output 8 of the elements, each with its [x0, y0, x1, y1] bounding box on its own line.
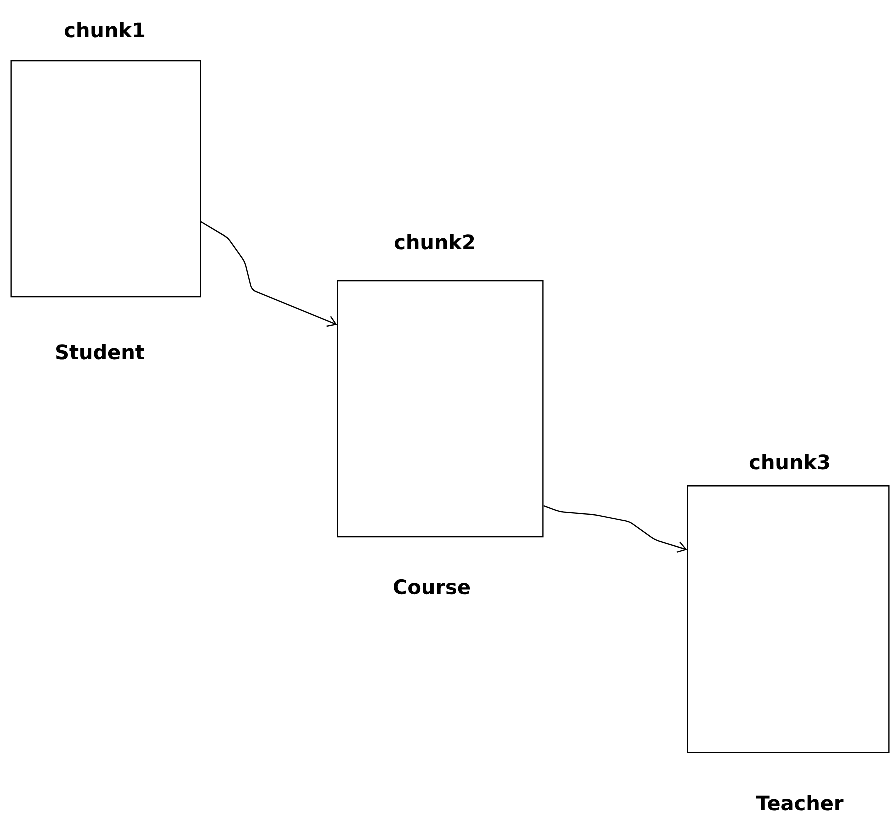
arrow: [200, 221, 338, 328]
box-caption: Student: [56, 344, 144, 360]
arrow: [544, 505, 688, 553]
box-caption: Course: [394, 579, 470, 595]
box-heading: chunk1: [64, 22, 145, 38]
box-caption: Teacher: [756, 795, 844, 811]
box-heading: chunk3: [750, 454, 830, 470]
box-heading: chunk2: [394, 234, 474, 250]
